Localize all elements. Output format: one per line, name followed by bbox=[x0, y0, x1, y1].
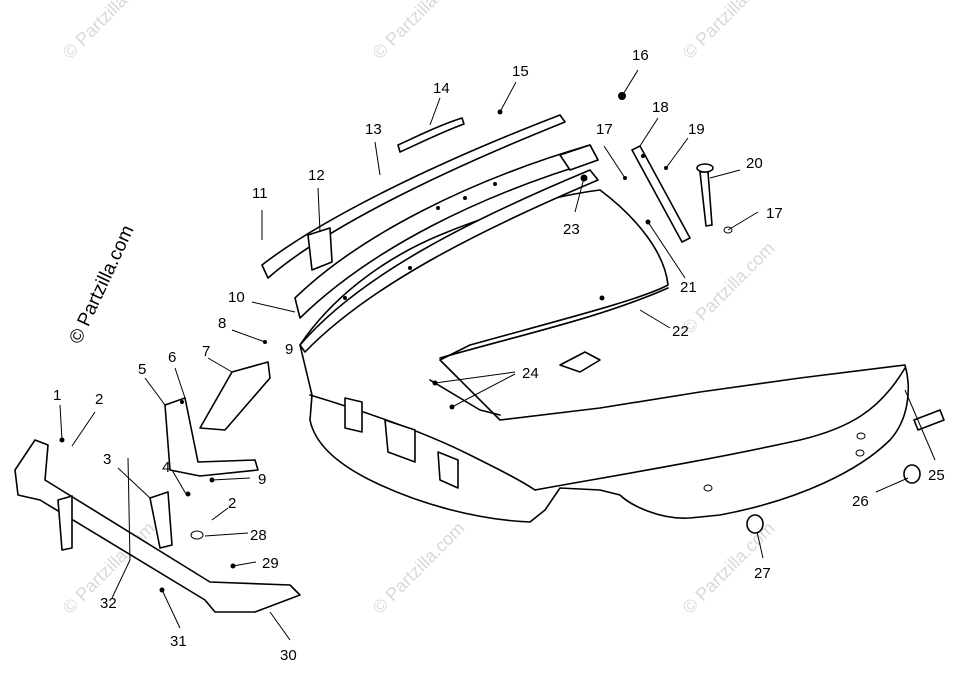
dash-rails bbox=[261, 114, 599, 353]
callout-15: 15 bbox=[512, 63, 529, 80]
callout-2: 2 bbox=[95, 391, 103, 408]
lights bbox=[746, 409, 945, 534]
frame-crossmember bbox=[14, 437, 301, 613]
callout-12: 12 bbox=[308, 167, 325, 184]
callout-9-upper: 9 bbox=[285, 341, 293, 358]
callout-13: 13 bbox=[365, 121, 382, 138]
callout-32: 32 bbox=[100, 595, 117, 612]
callout-20: 20 bbox=[746, 155, 763, 172]
callout-22: 22 bbox=[672, 323, 689, 340]
callout-23: 23 bbox=[563, 221, 580, 238]
callout-24: 24 bbox=[522, 365, 539, 382]
callout-1: 1 bbox=[53, 387, 61, 404]
callout-30: 30 bbox=[280, 647, 297, 664]
watermark: © Partzilla.com bbox=[59, 0, 159, 63]
callout-14: 14 bbox=[433, 80, 450, 97]
watermark-vertical: © Partzilla.com bbox=[65, 222, 138, 347]
support-brackets bbox=[164, 340, 271, 497]
callout-17-upper: 17 bbox=[596, 121, 613, 138]
callout-25: 25 bbox=[928, 467, 945, 484]
callout-31: 31 bbox=[170, 633, 187, 650]
callout-4: 4 bbox=[162, 459, 170, 476]
callout-2-lower: 2 bbox=[228, 495, 236, 512]
callout-21: 21 bbox=[680, 279, 697, 296]
callout-9-lower: 9 bbox=[258, 471, 266, 488]
callout-26: 26 bbox=[852, 493, 869, 510]
callouts: 1 2 3 4 5 6 7 8 9 10 11 12 13 14 15 16 1… bbox=[53, 47, 945, 664]
callout-8: 8 bbox=[218, 315, 226, 332]
callout-16: 16 bbox=[632, 47, 649, 64]
hood-panel bbox=[299, 189, 910, 523]
watermark: © Partzilla.com bbox=[369, 0, 469, 63]
callout-29: 29 bbox=[262, 555, 279, 572]
callout-6: 6 bbox=[168, 349, 176, 366]
callout-19: 19 bbox=[688, 121, 705, 138]
callout-28: 28 bbox=[250, 527, 267, 544]
callout-3: 3 bbox=[103, 451, 111, 468]
callout-11: 11 bbox=[252, 185, 268, 202]
watermark: © Partzilla.com bbox=[679, 0, 779, 63]
callout-10: 10 bbox=[228, 289, 245, 306]
callout-7: 7 bbox=[202, 343, 210, 360]
callout-5: 5 bbox=[138, 361, 146, 378]
callout-27: 27 bbox=[754, 565, 771, 582]
watermark: © Partzilla.com bbox=[369, 518, 469, 618]
leader-lines bbox=[59, 69, 936, 641]
callout-17-lower: 17 bbox=[766, 205, 783, 222]
callout-18: 18 bbox=[652, 99, 669, 116]
